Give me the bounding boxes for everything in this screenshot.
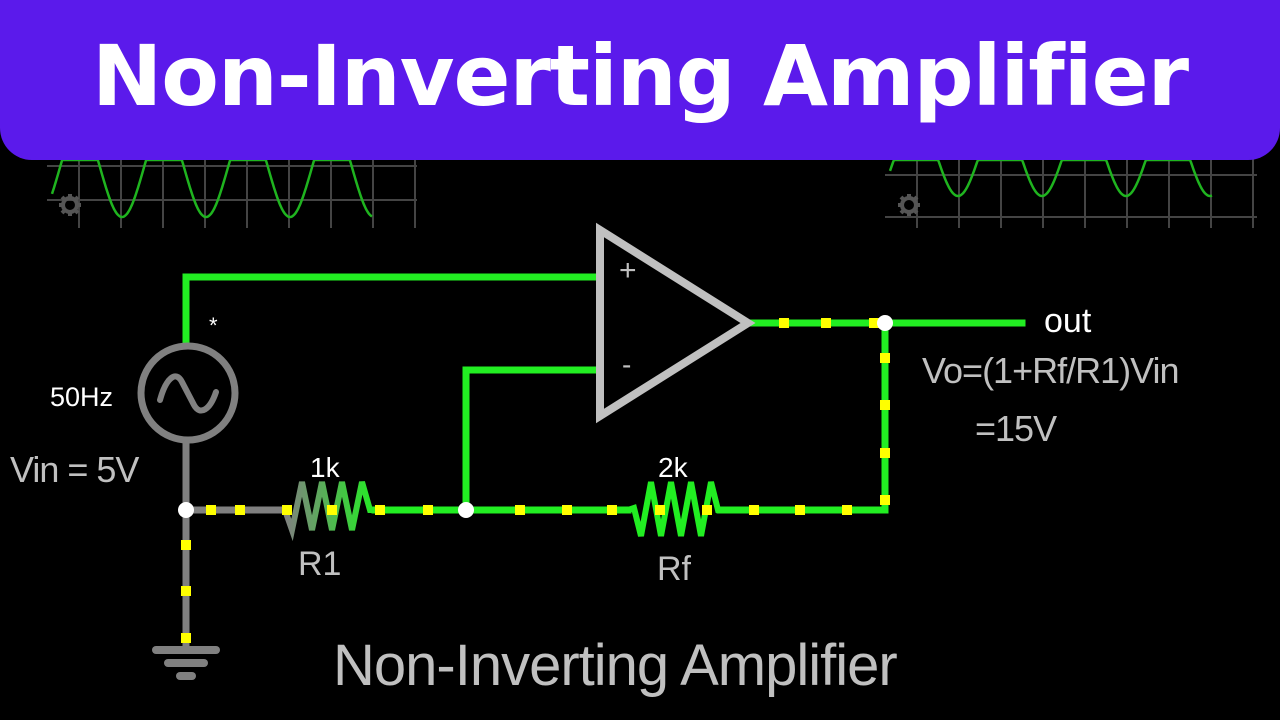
opamp-minus-label: -	[622, 349, 632, 380]
output-result: =15V	[975, 408, 1057, 449]
current-dot	[821, 318, 831, 328]
current-dot	[880, 448, 890, 458]
current-dot	[423, 505, 433, 515]
gear-icon[interactable]	[59, 194, 81, 216]
current-dot	[779, 318, 789, 328]
ac-voltage-source[interactable]	[137, 342, 239, 444]
circuit-title: Non-Inverting Amplifier	[333, 633, 898, 698]
opamp-plus-label: +	[619, 254, 637, 287]
wires	[182, 273, 1026, 649]
resistor-rf[interactable]	[627, 481, 722, 537]
wire-minus-feedback[interactable]	[462, 366, 604, 514]
node-output[interactable]	[877, 315, 893, 331]
r1-value-label: 1k	[310, 452, 340, 483]
current-dot	[181, 540, 191, 550]
current-dot	[562, 505, 572, 515]
current-dots	[181, 318, 890, 643]
current-dot	[869, 318, 879, 328]
ground-icon[interactable]	[152, 646, 220, 680]
current-dot	[282, 505, 292, 515]
current-dot	[235, 505, 245, 515]
r1-name-label: R1	[298, 545, 342, 583]
source-marker: *	[209, 313, 218, 338]
banner-title: Non-Inverting Amplifier	[92, 27, 1189, 125]
current-dot	[749, 505, 759, 515]
scope-trace	[50, 158, 373, 219]
current-dot	[842, 505, 852, 515]
current-dot	[880, 400, 890, 410]
gear-icon[interactable]	[898, 194, 920, 216]
wire-rf-to-output[interactable]	[716, 319, 889, 514]
gain-formula: Vo=(1+Rf/R1)Vin	[922, 350, 1179, 391]
current-dot	[181, 586, 191, 596]
current-dot	[880, 353, 890, 363]
source-frequency-label: 50Hz	[50, 382, 114, 412]
scope-grid	[885, 158, 1257, 228]
node-source-ground[interactable]	[178, 502, 194, 518]
node-feedback[interactable]	[458, 502, 474, 518]
title-banner: Non-Inverting Amplifier	[0, 0, 1280, 160]
current-dot	[375, 505, 385, 515]
sine-wave-icon	[157, 373, 219, 414]
scope-grid	[47, 158, 417, 228]
current-dot	[795, 505, 805, 515]
junction-nodes	[178, 315, 893, 518]
rf-value-label: 2k	[658, 452, 688, 483]
input-voltage-label: Vin = 5V	[10, 449, 139, 490]
op-amp[interactable]	[596, 222, 756, 424]
scope-trace	[888, 158, 1213, 198]
output-label: out	[1044, 302, 1092, 340]
current-dot	[880, 495, 890, 505]
current-dot	[702, 505, 712, 515]
current-dot	[206, 505, 216, 515]
current-dot	[655, 505, 665, 515]
current-dot	[607, 505, 617, 515]
resistor-r1[interactable]	[282, 481, 377, 542]
rf-name-label: Rf	[657, 550, 691, 588]
current-dot	[327, 505, 337, 515]
current-dot	[515, 505, 525, 515]
wire-source-to-plus[interactable]	[182, 273, 604, 349]
output-scope[interactable]	[885, 158, 1257, 228]
input-scope[interactable]	[47, 158, 417, 228]
current-dot	[181, 633, 191, 643]
